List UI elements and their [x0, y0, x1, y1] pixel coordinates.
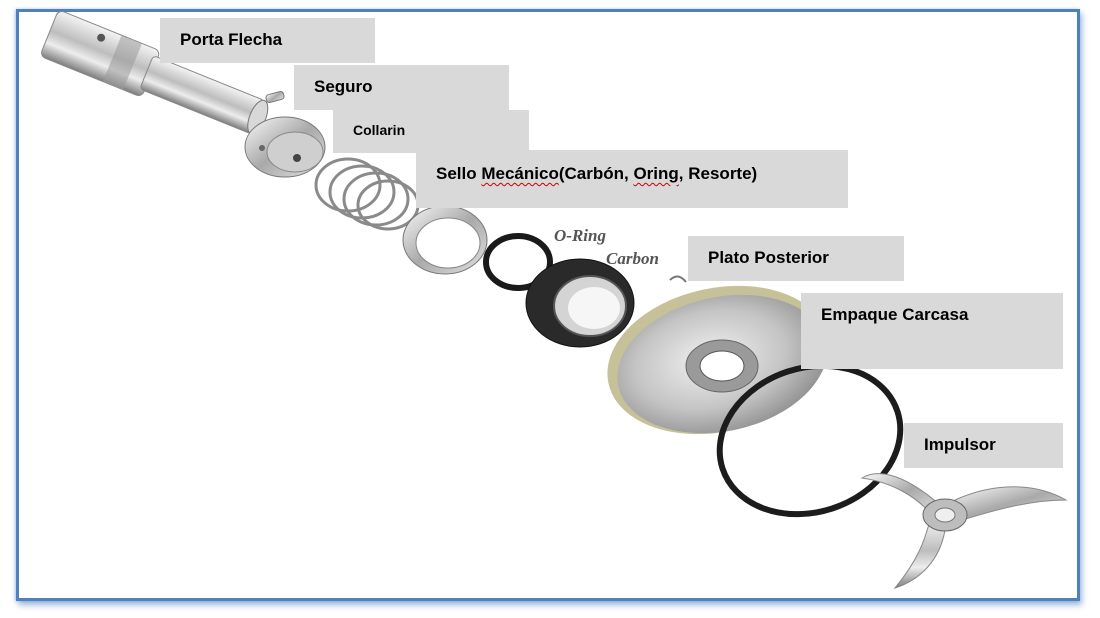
clip-hook — [669, 275, 687, 283]
label-plato-posterior-text: Plato Posterior — [708, 248, 829, 267]
impulsor-impeller — [860, 473, 1068, 589]
label-sello-mecanico-word: Mecánico — [481, 164, 559, 183]
label-empaque-carcasa: Empaque Carcasa — [801, 293, 1063, 369]
label-sello-mid1: (Carbón, — [558, 164, 634, 183]
collarin-collar — [244, 116, 326, 178]
seguro-pin — [265, 90, 285, 104]
label-impulsor-text: Impulsor — [924, 435, 996, 454]
label-sello-oring: Oring — [633, 164, 679, 183]
label-empaque-carcasa-text: Empaque Carcasa — [821, 305, 969, 324]
label-plato-posterior: Plato Posterior — [688, 236, 904, 281]
label-impulsor: Impulsor — [904, 423, 1063, 468]
empaque-carcasa-gasket — [716, 362, 904, 518]
label-porta-flecha-text: Porta Flecha — [180, 30, 283, 49]
retainer-ring — [402, 205, 488, 275]
o-ring — [483, 233, 553, 291]
label-sello-mid2: , Resorte) — [678, 164, 758, 183]
carbon-printed-label: Carbon — [606, 249, 659, 268]
label-collarin: Collarin — [333, 110, 529, 153]
label-sello-prefix: Sello — [436, 164, 482, 183]
label-sello-mecanico: Sello Mecánico(Carbón, Oring, Resorte) — [416, 150, 848, 208]
resorte-spring — [314, 157, 420, 231]
label-seguro: Seguro — [294, 65, 509, 110]
porta-flecha-shaft — [41, 11, 269, 135]
o-ring-printed-label: O-Ring — [554, 226, 606, 245]
carbon-seal — [525, 258, 635, 348]
plato-posterior-plate — [607, 285, 829, 435]
label-seguro-text: Seguro — [314, 77, 373, 96]
label-collarin-text: Collarin — [353, 122, 406, 138]
label-porta-flecha: Porta Flecha — [160, 18, 375, 63]
